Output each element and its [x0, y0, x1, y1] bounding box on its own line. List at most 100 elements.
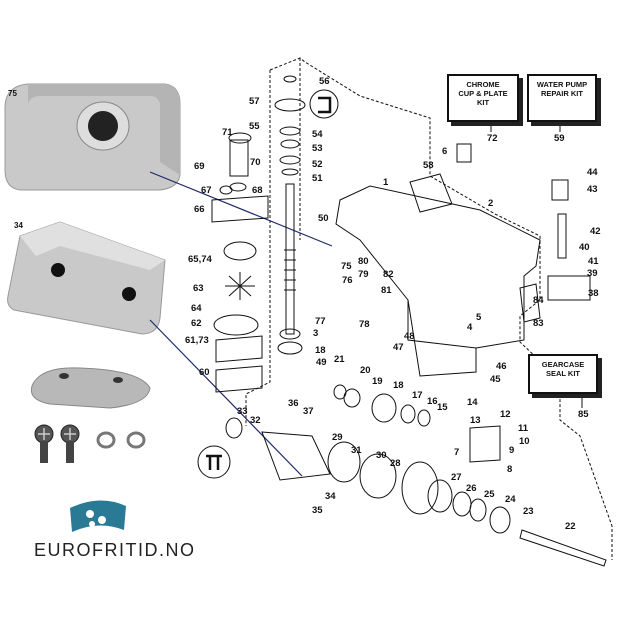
part-number-13: 13 — [470, 415, 481, 426]
part-51 — [281, 168, 299, 176]
part-65-74 — [223, 241, 257, 261]
brand-logo-flag — [70, 500, 126, 532]
part-50-driveshaft — [285, 183, 295, 335]
kit-number-59: 59 — [554, 133, 565, 144]
part-38 — [547, 275, 591, 301]
part-number-22: 22 — [565, 521, 576, 532]
part-number-29: 29 — [332, 432, 343, 443]
part-1-gearcase-housing — [335, 185, 541, 349]
top-anode-shading — [28, 84, 180, 175]
washer-left — [96, 431, 116, 449]
part-number-10: 10 — [519, 436, 530, 447]
kit-line1: CHROME — [466, 80, 500, 89]
brand-logo-dot-3 — [89, 521, 95, 527]
part-number-78: 78 — [359, 319, 370, 330]
oval-anode-slot-left — [59, 373, 69, 379]
callout-icon-top — [318, 96, 332, 114]
part-number-79: 79 — [358, 269, 369, 280]
part-3 — [279, 328, 301, 340]
part-31 — [327, 441, 361, 483]
part-number-75: 75 — [341, 261, 352, 272]
part-63-impeller — [225, 272, 255, 300]
part-number-39: 39 — [587, 268, 598, 279]
part-number-77: 77 — [315, 316, 326, 327]
kit-line2: CUP & PLATE — [458, 89, 508, 98]
kit-line1: GEARCASE — [541, 360, 585, 369]
part-22-propshaft — [519, 529, 607, 567]
part-number-68: 68 — [252, 185, 263, 196]
callout-circle-bottom — [197, 445, 231, 479]
kit-number-72: 72 — [487, 133, 498, 144]
part-number-34: 34 — [325, 491, 336, 502]
part-number-47: 47 — [393, 342, 404, 353]
part-number-18: 18 — [393, 380, 404, 391]
part-number-52: 52 — [312, 159, 323, 170]
part-6 — [456, 143, 472, 163]
part-number-64: 64 — [191, 303, 202, 314]
oval-anode — [30, 367, 151, 409]
kit-line2: SEAL KIT — [545, 369, 581, 378]
part-number-7: 7 — [454, 447, 460, 458]
part-number-55: 55 — [249, 121, 260, 132]
part-18-forward-gear — [371, 393, 397, 423]
chrome-cup-plate-kit-box: CHROME CUP & PLATE KIT — [447, 74, 519, 122]
brand-logo-dot-1 — [86, 510, 94, 518]
part-30 — [359, 453, 397, 499]
part-number-54: 54 — [312, 129, 323, 140]
part-number-38: 38 — [588, 288, 599, 299]
part-number-35: 35 — [312, 505, 323, 516]
kit-line2: REPAIR KIT — [541, 89, 583, 98]
middle-anode-hole-left — [51, 263, 65, 277]
screw-left-cross — [38, 428, 50, 440]
part-10-shift — [469, 425, 501, 463]
part-number-49: 49 — [316, 357, 327, 368]
part-number-42: 42 — [590, 226, 601, 237]
part-32-bearing-housing — [261, 431, 331, 481]
part-42-tube — [557, 213, 567, 259]
part-number-1: 1 — [383, 177, 389, 188]
middle-anode-hole-right — [122, 287, 136, 301]
part-52 — [279, 155, 301, 165]
part-number-19: 19 — [372, 376, 383, 387]
part-25 — [469, 498, 487, 522]
top-anode-hole — [88, 111, 118, 141]
part-number-31: 31 — [351, 445, 362, 456]
brand-name: EUROFRITID.NO — [34, 540, 196, 560]
connector-line-middle-anode — [149, 319, 303, 477]
washer-right — [126, 431, 146, 449]
part-number-61-73: 61,73 — [185, 335, 209, 346]
part-70-tube — [229, 139, 249, 177]
part-24 — [489, 506, 511, 534]
part-66-plate — [211, 195, 269, 223]
part-number-36: 36 — [288, 398, 299, 409]
part-62 — [213, 314, 259, 336]
part-number-14: 14 — [467, 397, 478, 408]
part-number-51: 51 — [312, 173, 323, 184]
gearcase-skeg — [407, 299, 477, 377]
part-number-20: 20 — [360, 365, 371, 376]
part-number-17: 17 — [412, 390, 423, 401]
part-number-27: 27 — [451, 472, 462, 483]
part-number-11: 11 — [518, 423, 529, 434]
driveshaft-splines — [284, 249, 296, 291]
part-number-37: 37 — [303, 406, 314, 417]
part-number-8: 8 — [507, 464, 513, 475]
part-60 — [215, 365, 263, 393]
part-number-43: 43 — [587, 184, 598, 195]
part-43 — [551, 179, 569, 201]
part-53 — [280, 139, 300, 149]
part-number-62: 62 — [191, 318, 202, 329]
part-number-40: 40 — [579, 242, 590, 253]
part-number-12: 12 — [500, 409, 511, 420]
part-number-24: 24 — [505, 494, 516, 505]
part-33 — [225, 417, 243, 439]
part-56 — [283, 75, 297, 83]
part-18-gear — [277, 341, 303, 355]
part-number-15: 15 — [437, 402, 448, 413]
part-number-48: 48 — [404, 331, 415, 342]
part-68 — [229, 182, 247, 192]
part-number-25: 25 — [484, 489, 495, 500]
part-71 — [228, 132, 252, 144]
callout-circle-top — [309, 89, 339, 119]
